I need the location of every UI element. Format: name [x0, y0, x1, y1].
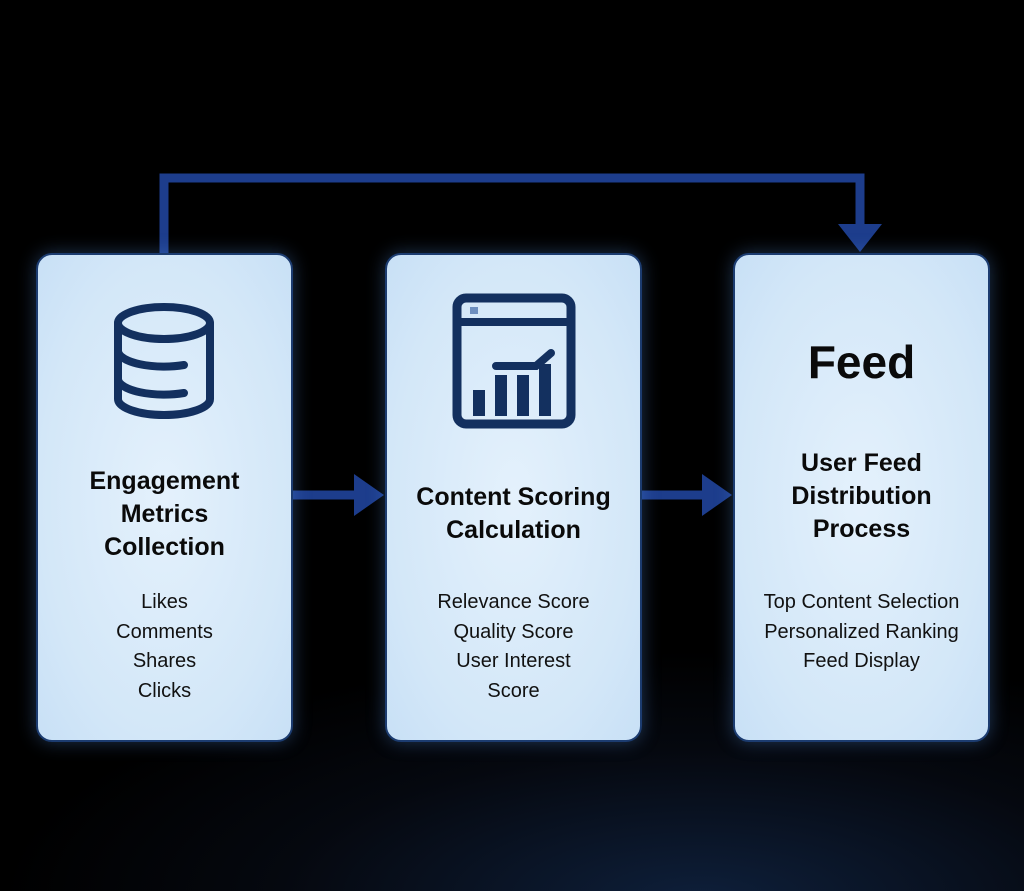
stage-title-line: Calculation — [446, 516, 581, 544]
stage-title-line: Metrics — [120, 500, 209, 528]
chart-window-icon — [452, 293, 576, 429]
stage-feed-distribution: Feed User Feed Distribution Process Top … — [733, 253, 990, 742]
arrow-2-3-head — [702, 474, 732, 516]
stage-title-line: Process — [812, 515, 911, 543]
database-icon — [114, 303, 214, 419]
metric-item: Likes — [141, 591, 188, 613]
stage-content-scoring: Content Scoring Calculation Relevance Sc… — [385, 253, 642, 742]
stage-title-line: Distribution — [791, 482, 932, 510]
feedback-connector — [159, 173, 865, 253]
metric-item: Comments — [116, 620, 213, 643]
score-item: Score — [487, 679, 540, 702]
score-item: Relevance Score — [437, 591, 590, 613]
stage-title-line: Engagement — [89, 467, 240, 495]
stage-engagement-metrics: Engagement Metrics Collection Likes Comm… — [36, 253, 293, 742]
feed-item: Feed Display — [803, 650, 920, 672]
stage-title-line: Content Scoring — [416, 483, 611, 511]
score-item: User Interest — [456, 650, 571, 672]
arrow-1-2-head — [354, 474, 384, 516]
stage-title-line: User Feed — [801, 449, 922, 477]
metric-item: Clicks — [137, 679, 192, 702]
metric-item: Shares — [132, 650, 197, 672]
stage-title-line: Collection — [104, 533, 225, 561]
feed-item: Top Content Selection — [763, 591, 960, 613]
feed-heading: Feed — [807, 336, 916, 388]
feedback-arrowhead — [838, 224, 882, 252]
score-item: Quality Score — [453, 620, 574, 643]
feed-item: Personalized Ranking — [764, 620, 959, 643]
